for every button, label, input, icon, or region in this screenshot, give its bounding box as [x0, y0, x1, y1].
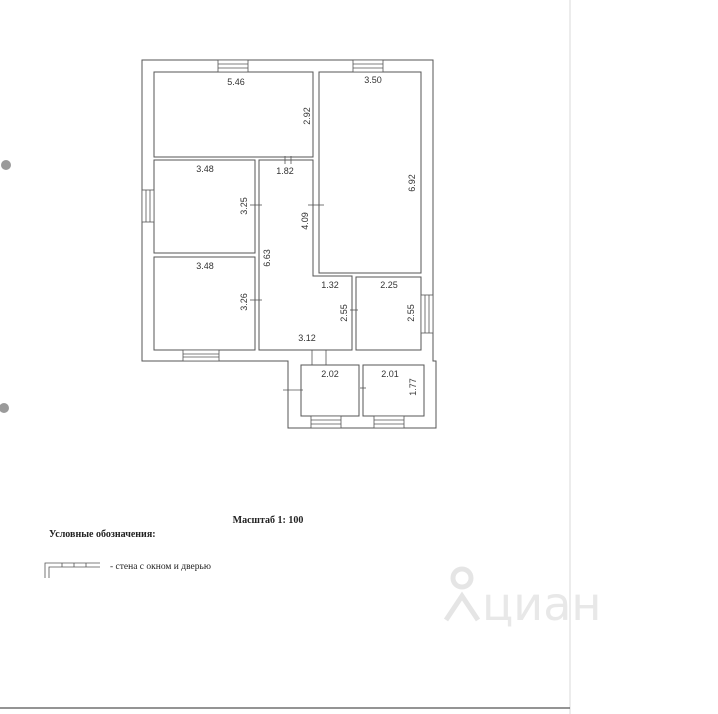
legend-title: Условные обозначения: — [49, 529, 156, 540]
dim-top-left-height: 2.92 — [302, 107, 312, 125]
dim-mid-left-height: 3.25 — [239, 197, 249, 215]
window-entry-bottom — [310, 415, 342, 429]
room-right-big — [318, 71, 422, 274]
window-top-left — [217, 59, 249, 73]
dim-right-big-height: 6.92 — [407, 174, 417, 192]
cian-pin-icon — [443, 566, 481, 622]
scale-label: Масштаб 1: 100 — [233, 515, 304, 526]
window-bath-bottom — [373, 415, 405, 429]
dim-corridor-top: 1.82 — [276, 166, 294, 176]
dimension-labels: 5.46 2.92 3.50 6.92 3.48 3.25 3.48 3.26 … — [196, 75, 418, 396]
dim-bottom-left-height: 3.26 — [239, 293, 249, 311]
window-right — [420, 294, 434, 334]
window-left — [141, 189, 155, 223]
window-top-right — [352, 59, 384, 73]
dim-bath-height: 1.77 — [408, 378, 418, 396]
dim-corridor-side: 2.55 — [339, 304, 349, 322]
floor-plan — [141, 59, 437, 429]
dim-corridor-step: 1.32 — [321, 280, 339, 290]
dim-mid-left-width: 3.48 — [196, 164, 214, 174]
watermark: циан — [443, 566, 601, 631]
corridor — [258, 159, 353, 351]
legend-item-wall-window-door: - стена с окном и дверью — [110, 562, 211, 572]
door-marks — [250, 156, 366, 391]
binder-hole-bottom — [0, 403, 9, 413]
dim-small-right-width: 2.25 — [380, 280, 398, 290]
dim-corridor-height: 6.63 — [262, 249, 272, 267]
binder-hole-top — [1, 160, 11, 170]
dim-bath-width: 2.01 — [381, 369, 399, 379]
dim-corridor-bottom: 3.12 — [298, 333, 316, 343]
dim-corridor-right-height: 4.09 — [300, 212, 310, 230]
legend-wall-symbol — [44, 562, 100, 578]
dim-small-right-height: 2.55 — [406, 304, 416, 322]
dim-right-big-width: 3.50 — [364, 75, 382, 85]
dim-entry-width: 2.02 — [321, 369, 339, 379]
dim-top-left-width: 5.46 — [227, 77, 245, 87]
dim-bottom-left-width: 3.48 — [196, 261, 214, 271]
watermark-text: циан — [482, 577, 601, 631]
window-bottom-left — [182, 349, 220, 362]
